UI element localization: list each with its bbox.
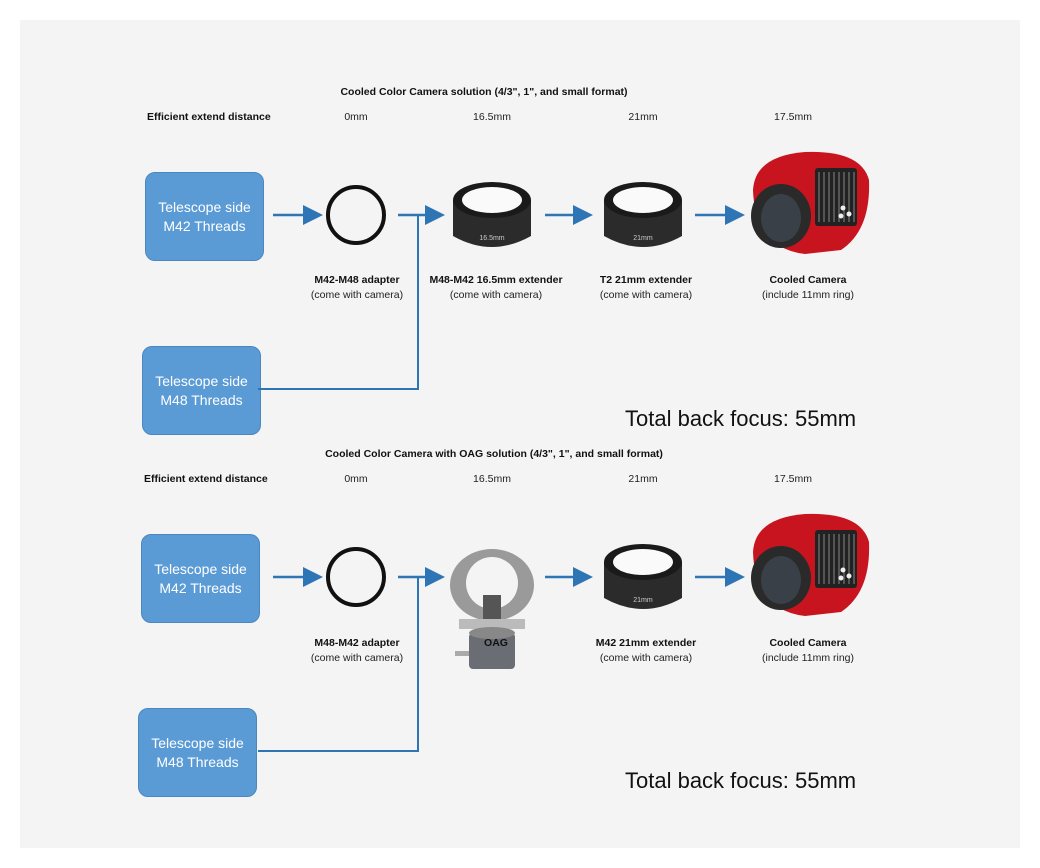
section-cooled-camera: Cooled Color Camera solution (4/3", 1", …	[0, 0, 1040, 435]
distance-value: 17.5mm	[774, 111, 812, 123]
engraving-text: 21mm	[633, 235, 653, 242]
component-note: (come with camera)	[310, 652, 404, 664]
component-note: (come with camera)	[599, 652, 693, 664]
distance-value: 0mm	[344, 473, 368, 485]
extender-icon: 21mm	[600, 178, 686, 263]
component-label: OAG	[484, 636, 508, 651]
component-name: M42-M48 adapter	[314, 274, 400, 286]
component-note: (include 11mm ring)	[761, 289, 855, 301]
component-label: Cooled Camera (include 11mm ring)	[762, 273, 854, 303]
component-name: Cooled Camera	[769, 274, 847, 286]
component-name: OAG	[484, 637, 508, 649]
component-note: (come with camera)	[310, 289, 404, 301]
component-label: T2 21mm extender (come with camera)	[600, 273, 692, 303]
component-label: M48-M42 16.5mm extender (come with camera…	[429, 273, 562, 303]
adapter-ring-icon	[324, 183, 388, 252]
section-title: Cooled Color Camera with OAG solution (4…	[325, 448, 663, 460]
m48-connector-line	[258, 215, 419, 390]
component-note: (include 11mm ring)	[761, 652, 855, 664]
box-line2: M48 Threads	[156, 753, 239, 770]
box-line1: Telescope side	[154, 560, 247, 577]
box-line1: Telescope side	[158, 198, 251, 215]
component-name: T2 21mm extender	[599, 274, 693, 286]
total-back-focus: Total back focus: 55mm	[625, 768, 857, 793]
box-line1: Telescope side	[155, 372, 248, 389]
component-label: M42 21mm extender (come with camera)	[596, 636, 696, 666]
section-cooled-camera-oag: Cooled Color Camera with OAG solution (4…	[0, 362, 1040, 797]
extend-distance-header: Efficient extend distance	[147, 111, 271, 123]
distance-value: 16.5mm	[473, 111, 511, 123]
box-line2: M48 Threads	[160, 391, 243, 408]
component-label: M48-M42 adapter (come with camera)	[311, 636, 403, 666]
distance-value: 0mm	[344, 111, 368, 123]
component-label: M42-M48 adapter (come with camera)	[311, 273, 403, 303]
section-title: Cooled Color Camera solution (4/3", 1", …	[340, 86, 628, 98]
engraving-text: 16.5mm	[479, 235, 504, 242]
extender-icon: 16.5mm	[449, 178, 535, 263]
distance-value: 16.5mm	[473, 473, 511, 485]
box-line2: M42 Threads	[163, 217, 246, 234]
extender-icon: 21mm	[600, 540, 686, 625]
component-name: Cooled Camera	[769, 637, 847, 649]
component-name: M48-M42 adapter	[314, 637, 400, 649]
box-line2: M42 Threads	[159, 579, 242, 596]
adapter-ring-icon	[324, 545, 388, 614]
component-name: M48-M42 16.5mm extender	[429, 274, 563, 286]
distance-value: 21mm	[628, 473, 658, 485]
component-name: M42 21mm extender	[595, 637, 697, 649]
m48-connector-line	[258, 577, 419, 752]
cooled-camera-icon	[745, 512, 875, 623]
distance-value: 17.5mm	[774, 473, 812, 485]
component-note: (come with camera)	[599, 289, 693, 301]
engraving-text: 21mm	[633, 597, 653, 604]
distance-value: 21mm	[628, 111, 658, 123]
cooled-camera-icon	[745, 150, 875, 261]
extend-distance-header: Efficient extend distance	[144, 473, 268, 485]
box-line1: Telescope side	[151, 734, 244, 751]
oag-icon	[437, 547, 547, 682]
total-back-focus: Total back focus: 55mm	[625, 406, 857, 431]
component-note: (come with camera)	[449, 289, 543, 301]
component-label: Cooled Camera (include 11mm ring)	[762, 636, 854, 666]
